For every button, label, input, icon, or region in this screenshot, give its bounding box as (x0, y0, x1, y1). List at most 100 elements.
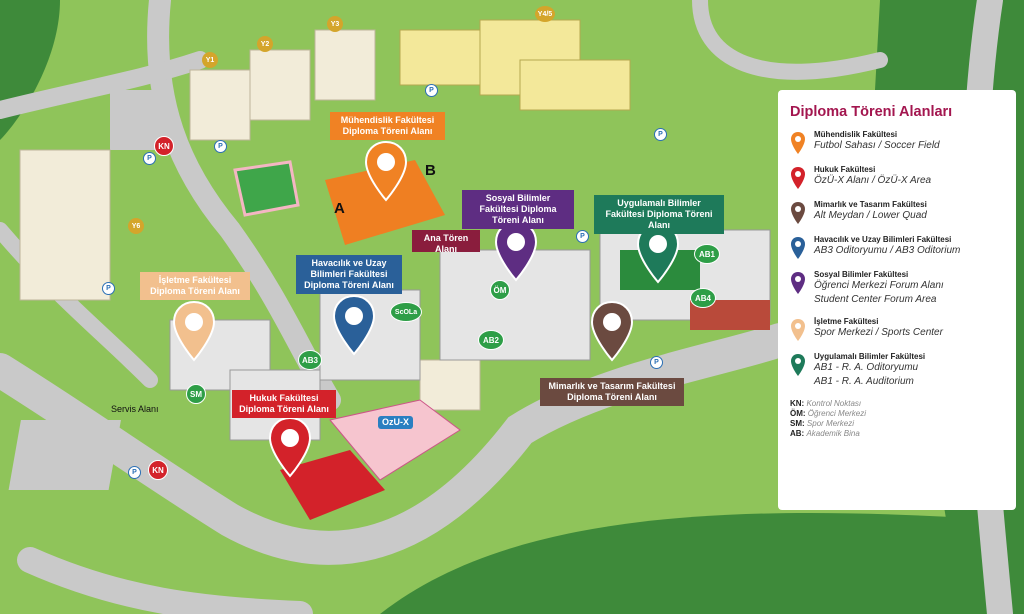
dorm-y3-label: Y3 (327, 16, 343, 32)
abbr-code: KN: (790, 399, 805, 408)
legend-faculty: Uygulamalı Bilimler Fakültesi (814, 352, 926, 361)
abbr-code: AB: (790, 429, 805, 438)
legend-place: AB1 - R. A. Oditoryumu (814, 362, 919, 373)
dorm-y2-label: Y2 (257, 36, 273, 52)
legend-place: Futbol Sahası / Soccer Field (814, 140, 940, 151)
road (0, 51, 209, 119)
hukuk-callout: Hukuk Fakültesi Diploma Töreni Alanı (232, 390, 336, 418)
sm-badge: SM (186, 384, 206, 404)
abbr-meaning: Akademik Bina (806, 429, 860, 438)
parking-icon: P (214, 140, 227, 153)
parking-icon: P (576, 230, 589, 243)
abbreviation: AB: Akademik Bina (790, 429, 1004, 439)
map-pin-icon (791, 167, 805, 189)
building (399, 29, 481, 86)
abbr-code: SM: (790, 419, 805, 428)
scola-badge: ScOLa (390, 302, 422, 322)
legend-place-en: Student Center Forum Area (814, 294, 937, 305)
havacilik-pin-icon[interactable] (332, 294, 376, 356)
legend-title: Diploma Töreni Alanları (790, 104, 953, 120)
abbr-code: ÖM: (790, 409, 806, 418)
parking-icon: P (102, 282, 115, 295)
building (19, 149, 111, 301)
dorm-y6-label: Y6 (128, 218, 144, 234)
isletme-pin-icon[interactable] (172, 300, 216, 362)
parking-icon: P (650, 356, 663, 369)
legend-place: Öğrenci Merkezi Forum Alanı (814, 280, 944, 291)
legend-faculty: İşletme Fakültesi (814, 317, 879, 326)
ozux-label: OzU-X (378, 416, 413, 429)
uygulamali-callout: Uygulamalı Bilimler Fakültesi Diploma Tö… (594, 195, 724, 234)
ab4-badge: AB4 (690, 288, 716, 308)
map-pin-icon (791, 237, 805, 259)
legend-panel: Diploma Töreni Alanları Mühendislik Fakü… (778, 90, 1016, 510)
soccer-field (325, 160, 445, 245)
building (419, 359, 481, 411)
ab2-badge: AB2 (478, 330, 504, 350)
map-pin-icon (791, 319, 805, 341)
forest-area (0, 0, 60, 140)
legend-faculty: Hukuk Fakültesi (814, 165, 876, 174)
kn-badge: KN (154, 136, 174, 156)
map-pin-icon (791, 354, 805, 376)
road (0, 323, 797, 565)
ozux-area (280, 450, 385, 520)
sosyal-pin-icon[interactable] (494, 220, 538, 282)
kn-badge: KN (148, 460, 168, 480)
abbr-meaning: Kontrol Noktası (806, 399, 862, 408)
mimarlik-pin-icon[interactable] (590, 300, 634, 362)
dorm-y1-label: Y1 (202, 52, 218, 68)
abbreviation: ÖM: Öğrenci Merkezi (790, 409, 1004, 419)
havacilik-callout: Havacılık ve Uzay Bilimleri Fakültesi Di… (296, 255, 402, 294)
muhendislik-callout: Mühendislik Fakültesi Diploma Töreni Ala… (330, 112, 445, 140)
map-pin-icon (791, 272, 805, 294)
sports-field (233, 160, 300, 217)
servis-parking (8, 420, 121, 490)
ozux-building (329, 399, 461, 481)
field-a-label: A (334, 200, 345, 217)
legend-place: Spor Merkezi / Sports Center (814, 327, 943, 338)
building (249, 49, 311, 121)
legend-faculty: Mimarlık ve Tasarım Fakültesi (814, 200, 927, 209)
parking-icon: P (128, 466, 141, 479)
legend-place: ÖzÜ-X Alanı / ÖzÜ-X Area (814, 175, 932, 186)
parking-icon: P (143, 152, 156, 165)
om-badge: ÖM (490, 280, 510, 300)
dorm-y45-label: Y4/5 (535, 6, 555, 22)
abbr-meaning: Öğrenci Merkezi (807, 409, 867, 418)
forest-area (380, 512, 1000, 614)
building (314, 29, 376, 101)
servis-label: Servis Alanı (111, 404, 159, 414)
hukuk-pin-icon[interactable] (268, 416, 312, 478)
sosyal-callout: Sosyal Bilimler Fakültesi Diploma Töreni… (462, 190, 574, 229)
isletme-callout: İşletme Fakültesi Diploma Töreni Alanı (140, 272, 250, 300)
ana-toren-callout: Ana Tören Alanı (412, 230, 480, 254)
legend-faculty: Havacılık ve Uzay Bilimleri Fakültesi (814, 235, 952, 244)
abbreviation: SM: Spor Merkezi (790, 419, 1004, 429)
mimarlik-callout: Mimarlık ve Tasarım Fakültesi Diploma Tö… (540, 378, 684, 406)
field-b-label: B (425, 162, 436, 179)
road (692, 0, 888, 80)
abbreviation: KN: Kontrol Noktası (790, 399, 1004, 409)
parking-icon: P (654, 128, 667, 141)
uygulamali-pin-icon[interactable] (636, 222, 680, 284)
building (189, 69, 251, 141)
legend-faculty: Sosyal Bilimler Fakültesi (814, 270, 909, 279)
parking-icon: P (425, 84, 438, 97)
legend-place-en: AB1 - R. A. Auditorium (814, 376, 914, 387)
map-pin-icon (791, 202, 805, 224)
legend-faculty: Mühendislik Fakültesi (814, 130, 898, 139)
muhendislik-pin-icon[interactable] (364, 140, 408, 202)
legend-place: AB3 Oditoryumu / AB3 Oditorium (814, 245, 961, 256)
map-pin-icon (791, 132, 805, 154)
building (519, 59, 631, 111)
ab3-badge: AB3 (298, 350, 322, 370)
ab1-badge: AB1 (694, 244, 720, 264)
